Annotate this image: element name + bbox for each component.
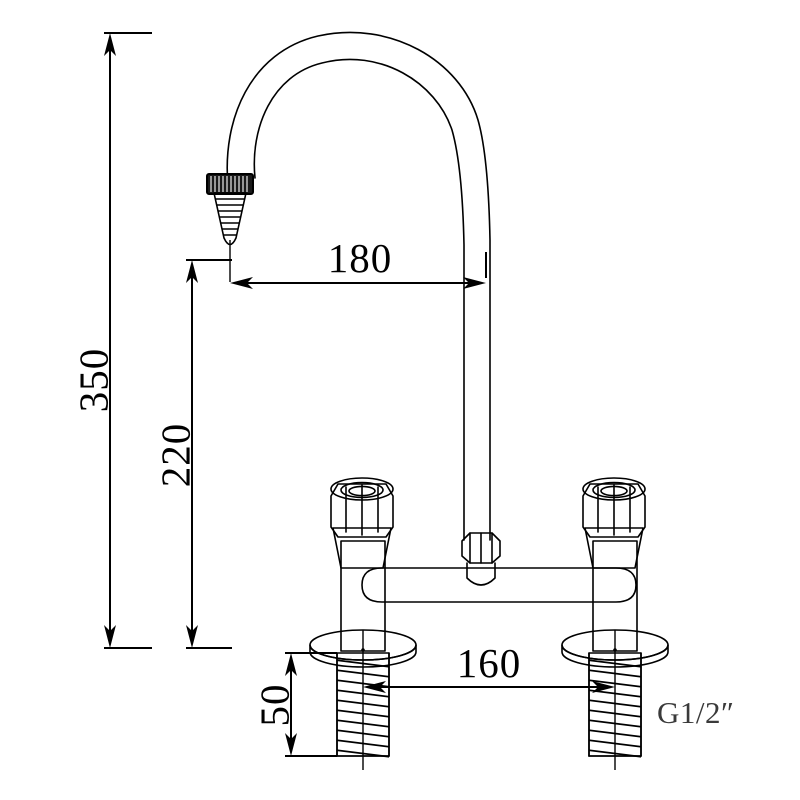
right-handle-knob [582, 477, 646, 569]
dimension-hole-spacing: 160 [363, 640, 615, 693]
dimension-label-180: 180 [328, 235, 393, 281]
left-handle-knob [330, 477, 394, 569]
thread-spec-label: G1/2″ [657, 695, 734, 730]
dimension-label-160: 160 [457, 640, 522, 686]
dimension-spout-reach: 180 [230, 235, 487, 289]
dimension-overall-height: 350 [70, 32, 152, 649]
horizontal-crossbar [361, 567, 637, 603]
serrated-nozzle-tip [213, 192, 247, 246]
dimension-spout-height: 220 [152, 259, 232, 649]
gooseneck-spout [226, 31, 491, 541]
knurled-collar [206, 173, 254, 195]
shank-centerlines [362, 630, 616, 770]
dimension-shank-length: 50 [251, 652, 337, 757]
dimension-label-220: 220 [152, 423, 198, 488]
dimension-label-50: 50 [251, 684, 297, 727]
center-hex-cap [461, 532, 501, 586]
dimension-label-350: 350 [70, 348, 116, 413]
